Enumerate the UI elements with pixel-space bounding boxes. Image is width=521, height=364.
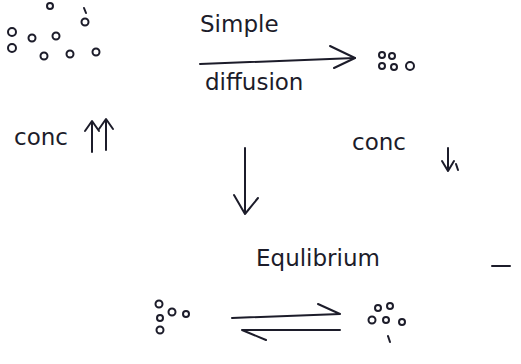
arrow-down (234, 148, 258, 214)
particle (93, 49, 100, 56)
handwritten-label: conc (14, 125, 68, 150)
particle (406, 62, 414, 70)
particle (389, 53, 395, 59)
handwritten-label: Equlibrium (256, 246, 380, 271)
handwritten-label: Simple (200, 12, 279, 37)
arrow-down (442, 148, 458, 171)
up-arrows (85, 119, 113, 152)
dash (492, 265, 510, 267)
down-arrow (234, 148, 258, 214)
particle (67, 51, 74, 58)
particle-cluster (156, 301, 190, 334)
arrow-up (85, 121, 99, 152)
particle (169, 309, 176, 316)
particle (84, 8, 86, 13)
particle (53, 33, 60, 40)
arrow-line (200, 58, 355, 64)
particle-cluster (369, 303, 406, 342)
particle (157, 327, 164, 334)
particle (387, 303, 393, 309)
arrow-up (99, 119, 113, 150)
arrow-forward (232, 304, 340, 318)
arrow-backward (242, 330, 340, 340)
particle (391, 64, 397, 70)
particle (383, 317, 389, 323)
particle (379, 63, 385, 69)
particle (82, 19, 89, 26)
particle (8, 44, 16, 52)
particle (369, 317, 376, 324)
equilibrium-arrows (232, 304, 340, 340)
particle (379, 52, 385, 58)
particle-cluster (379, 52, 414, 70)
particle (8, 28, 16, 36)
handwritten-label: diffusion (205, 70, 303, 95)
particle (156, 301, 163, 308)
handwritten-label: conc (352, 130, 406, 155)
particle (29, 35, 36, 42)
particle (375, 305, 381, 311)
particle (399, 319, 405, 325)
particle (157, 315, 163, 321)
particle-cluster (8, 3, 100, 60)
particle (47, 3, 53, 9)
particle (388, 336, 390, 342)
down-arrow-small (442, 148, 458, 171)
particle (183, 311, 189, 317)
particle (41, 53, 48, 60)
arrow-head (330, 46, 355, 68)
diffusion-arrow (200, 46, 355, 68)
